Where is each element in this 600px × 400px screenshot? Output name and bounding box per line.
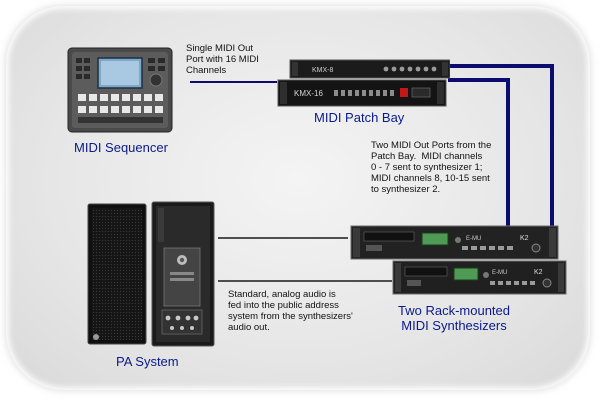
synth2-brand: E-MU (492, 270, 507, 276)
synth1-model: K2 (520, 235, 529, 242)
pa-system-label: PA System (116, 354, 179, 369)
midi-patch-bay-label: MIDI Patch Bay (314, 110, 405, 125)
midi-cable-patchbay-to-synth2 (448, 64, 554, 250)
synthesizers-label: Two Rack-mounted MIDI Synthesizers (398, 303, 510, 333)
synthesizer-1-image: E-MU K2 (350, 225, 559, 260)
patch-bay-top-model: KMX-8 (312, 67, 334, 74)
single-midi-out-note: Single MIDI Out Port with 16 MIDI Channe… (186, 43, 259, 76)
synth1-brand: E-MU (466, 236, 481, 242)
midi-sequencer-image (67, 47, 173, 133)
midi-cable-patchbay-to-synth1 (448, 78, 510, 228)
synthesizer-2-image: E-MU K2 (392, 260, 567, 295)
patch-bay-bottom-model: KMX-16 (294, 89, 323, 98)
midi-patch-bay-image: KMX-8 KMX-16 (277, 59, 450, 107)
pa-system-image (87, 201, 215, 347)
synth2-model: K2 (534, 269, 543, 276)
audio-feed-note: Standard, analog audio is fed into the p… (228, 289, 353, 333)
midi-sequencer-label: MIDI Sequencer (74, 140, 168, 155)
two-midi-out-note: Two MIDI Out Ports from the Patch Bay. M… (371, 140, 492, 195)
